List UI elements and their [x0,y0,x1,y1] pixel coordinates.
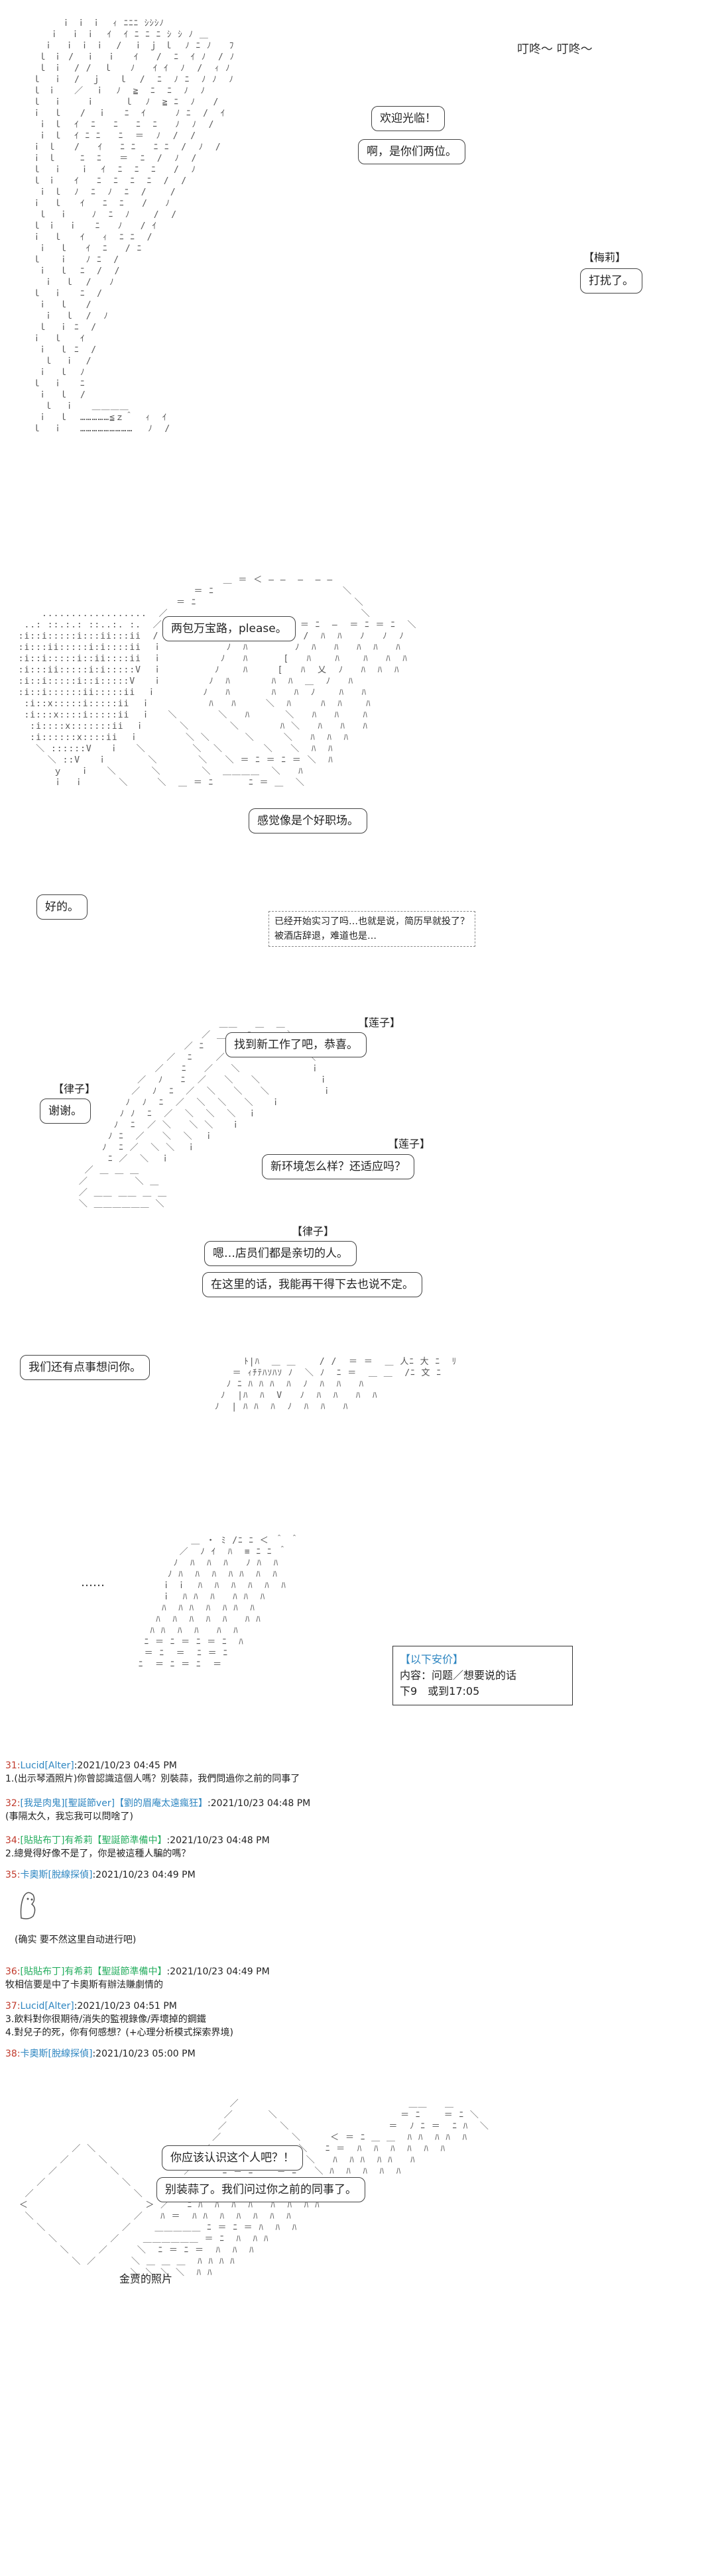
ascii-art-ritsuko: ＿＿ ＿ ＿ ／ ＿ ＝ ﾆ ＼ ／ ﾆ ＼ ／ ﾆ ／ ＼ ／ ﾆ ／ ＼ ｉ… [78,1019,332,1209]
comment-35: 35:卡奧斯[脫線探偵]:2021/10/23 04:49 PM [5,1870,196,1880]
comment-31: 31:Lucid[Alter]:2021/10/23 04:45 PM 1.(出… [5,1760,300,1784]
speech-bubble-order: 两包万宝路，please。 [162,616,296,641]
speech-bubble-thanks: 谢谢。 [40,1099,91,1124]
speech-bubble-clerks-kind: 嗯…店员们都是亲切的人。 [204,1241,357,1266]
panel-1: ｉ ｉ ｉ ｨ ﾆﾆﾆ ｼｼｼﾉ ｉ ｉ ｉ ｲ ｲ ﾆ ﾆ ﾆ ｼ ｼ ﾉ ＿… [0,0,716,543]
comment-36: 36:[貼貼布丁]有希莉【聖誕節準備中】:2021/10/23 04:49 PM… [5,1966,270,1990]
panel-2: ＿ ＝ ＜ ― ― ― ― ― ＝ ﾆ ＼ ＝ ﾆ ＼ ............… [0,543,716,981]
comment-38: 38:卡奧斯[脫線探偵]:2021/10/23 05:00 PM [5,2049,196,2059]
vote-box-deadline: 下9 或到17:05 [400,1685,480,1697]
vote-box: 【以下安价】 内容：问题／想要说的话 下9 或到17:05 [392,1646,573,1705]
speech-bubble-dont-pretend: 别装蒜了。我们问过你之前的同事了。 [156,2177,365,2202]
speech-bubble-congrats: 找到新工作了吧，恭喜。 [225,1032,367,1057]
ghost-icon [15,1888,41,1927]
ascii-art-renko-meili: ﾄ|ﾊ ＿ ＿ / / ＝ ＝ ＿ 人ﾆ 大 ﾆ ﾘ ＝ ｨﾁﾃﾊｿﾊｿ ﾉ ＼… [215,1357,457,1412]
speech-bubble-good-workplace: 感觉像是个好职场。 [249,808,367,833]
speaker-label-meili: 【梅莉】 [583,251,626,264]
ascii-art-figure: ｉ ｉ ｉ ｨ ﾆﾆﾆ ｼｼｼﾉ ｉ ｉ ｉ ｲ ｲ ﾆ ﾆ ﾆ ｼ ｼ ﾉ ＿… [32,19,235,434]
speaker-label-renko-2: 【莲子】 [388,1138,431,1150]
doorbell-sfx: 叮咚～ 叮咚～ [517,42,593,56]
speech-bubble-welcome: 欢迎光临！ [371,106,445,131]
ellipsis-text: …… [81,1576,105,1589]
speaker-label-ritsuko-2: 【律子】 [292,1225,335,1238]
speaker-label-ritsuko-1: 【律子】 [53,1083,96,1095]
ascii-art-shop-scene: ＿ ＝ ＜ ― ― ― ― ― ＝ ﾆ ＼ ＝ ﾆ ＼ ............… [18,575,417,788]
speech-bubble-intrude: 打扰了。 [580,268,642,294]
comment-34: 34:[貼貼布丁]有希莉【聖誕節準備中】:2021/10/23 04:48 PM… [5,1835,270,1859]
speech-bubble-questions: 我们还有点事想问你。 [20,1355,150,1380]
panel-3: ＿＿ ＿ ＿ ／ ＿ ＝ ﾆ ＼ ／ ﾆ ＼ ／ ﾆ ／ ＼ ／ ﾆ ／ ＼ ｉ… [0,981,716,1385]
speaker-label-renko-1: 【莲子】 [358,1016,401,1029]
vote-box-content: 内容：问题／想要说的话 [400,1669,517,1682]
comment-35-body: (确实 要不然这里自动进行吧) [15,1935,137,1945]
speech-bubble-ok: 好的。 [36,894,88,920]
speech-bubble-greeting: 啊，是你们两位。 [358,139,465,164]
comment-32: 32:[我是肉鬼][聖誕節ver]【劉的眉庵太遠瘋狂】:2021/10/23 0… [5,1798,311,1822]
ascii-art-ritsuko-face: ＿ ・ ﾐ /ﾆ ﾆ ＜ ＾ ＾ ／ ﾉ ｲ ﾊ ≡ ﾆ ﾆ ＾ ﾉ ﾊ ﾊ ﾊ… [138,1536,300,1670]
speech-bubble-know-person: 你应该认识这个人吧？！ [162,2145,303,2171]
vote-box-title: 【以下安价】 [400,1653,464,1666]
thought-box: 已经开始实习了吗…也就是说，简历早就投了？ 被酒店辞退，难道也是… [268,911,475,947]
speech-bubble-new-env: 新环境怎么样？还适应吗？ [262,1154,414,1179]
comment-37: 37:Lucid[Alter]:2021/10/23 04:51 PM 3.飲料… [5,2001,234,2038]
photo-label: 金贾的照片 [119,2273,173,2285]
speech-bubble-can-continue: 在这里的话，我能再干得下去也说不定。 [202,1272,422,1297]
